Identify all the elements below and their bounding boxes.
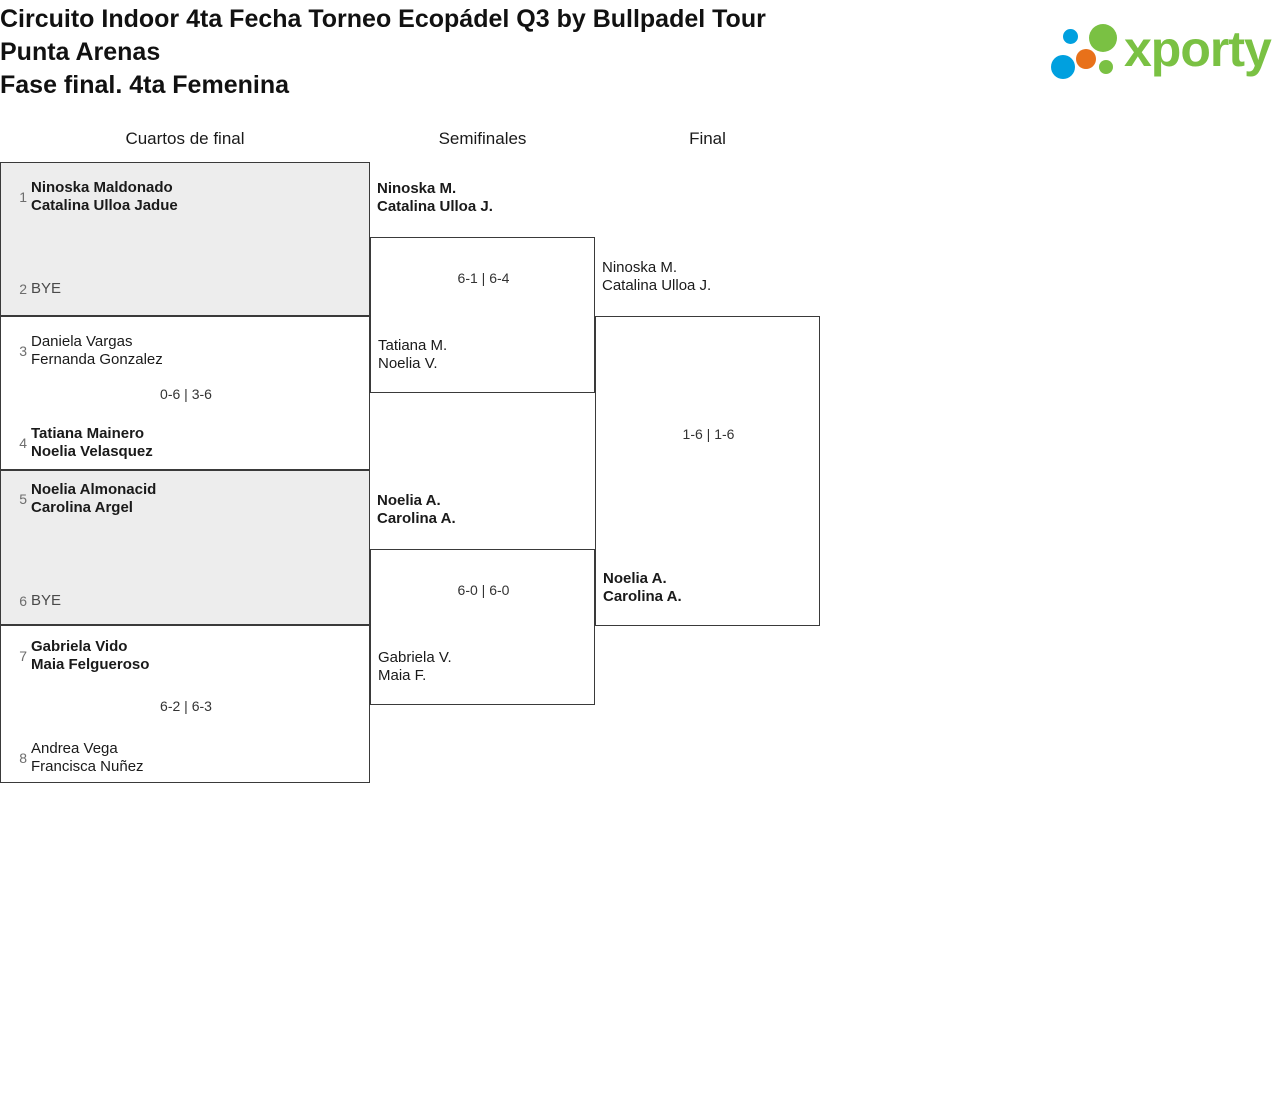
page-title: Circuito Indoor 4ta Fecha Torneo Ecopáde… [0, 5, 766, 99]
xporty-logo[interactable]: xporty [1040, 18, 1276, 84]
match-box-sf-1[interactable]: 6-1 | 6-4 Tatiana M. Noelia V. [370, 237, 595, 393]
match-box-qf-3[interactable]: 5 Noelia Almonacid Carolina Argel 6 BYE [0, 470, 370, 625]
seed-number: 4 [19, 435, 27, 451]
match-slot-seed-7[interactable]: 7 Gabriela Vido Maia Felgueroso [1, 636, 371, 676]
seed-number: 8 [19, 750, 27, 766]
team-names: Andrea Vega Francisca Nuñez [31, 740, 144, 775]
page-header: Circuito Indoor 4ta Fecha Torneo Ecopáde… [0, 0, 1280, 110]
match-score: 6-0 | 6-0 [457, 582, 510, 598]
semifinal-1-team-top[interactable]: Ninoska M. Catalina Ulloa J. [377, 180, 493, 215]
seed-number: 7 [19, 648, 27, 664]
team-names: Noelia Almonacid Carolina Argel [31, 481, 157, 516]
match-slot-seed-6[interactable]: 6 BYE [1, 581, 371, 621]
round-header-final: Final [689, 129, 726, 148]
seed-number: 3 [19, 343, 27, 359]
match-slot-seed-1[interactable]: 1 Ninoska Maldonado Catalina Ulloa Jadue [1, 177, 371, 217]
team-names: Tatiana Mainero Noelia Velasquez [31, 425, 153, 460]
match-score: 0-6 | 3-6 [160, 386, 212, 402]
match-slot-seed-5[interactable]: 5 Noelia Almonacid Carolina Argel [1, 479, 371, 519]
match-slot-seed-2[interactable]: 2 BYE [1, 269, 371, 309]
match-slot-seed-4[interactable]: 4 Tatiana Mainero Noelia Velasquez [1, 423, 371, 463]
final-team-bottom[interactable]: Noelia A. Carolina A. [603, 570, 682, 605]
logo-dots-icon [1048, 22, 1124, 84]
semifinal-2-team-bottom[interactable]: Gabriela V. Maia F. [378, 649, 452, 684]
match-slot-seed-3[interactable]: 3 Daniela Vargas Fernanda Gonzalez [1, 331, 371, 371]
team-names: Daniela Vargas Fernanda Gonzalez [31, 333, 163, 368]
match-score: 6-1 | 6-4 [457, 270, 510, 286]
semifinal-2-team-top[interactable]: Noelia A. Carolina A. [377, 492, 456, 527]
match-box-qf-4[interactable]: 7 Gabriela Vido Maia Felgueroso 8 Andrea… [0, 625, 370, 783]
semifinal-1-team-bottom[interactable]: Tatiana M. Noelia V. [378, 337, 448, 372]
team-names: Gabriela Vido Maia Felgueroso [31, 638, 150, 673]
team-names: BYE [31, 280, 62, 297]
match-score: 1-6 | 1-6 [682, 426, 735, 442]
seed-number: 6 [19, 593, 27, 609]
match-score: 6-2 | 6-3 [160, 698, 212, 714]
match-box-qf-2[interactable]: 3 Daniela Vargas Fernanda Gonzalez 4 Tat… [0, 316, 370, 470]
final-team-top[interactable]: Ninoska M. Catalina Ulloa J. [602, 259, 712, 294]
team-names: Ninoska Maldonado Catalina Ulloa Jadue [31, 179, 178, 214]
seed-number: 2 [19, 281, 27, 297]
match-box-sf-2[interactable]: 6-0 | 6-0 Gabriela V. Maia F. [370, 549, 595, 705]
team-names: BYE [31, 592, 62, 609]
match-box-final[interactable]: 1-6 | 1-6 Noelia A. Carolina A. [595, 316, 820, 626]
match-box-qf-1[interactable]: 1 Ninoska Maldonado Catalina Ulloa Jadue… [0, 162, 370, 316]
seed-number: 1 [19, 189, 27, 205]
round-header-semifinals: Semifinales [438, 129, 527, 148]
logo-wordmark: xporty [1124, 21, 1272, 77]
match-slot-seed-8[interactable]: 8 Andrea Vega Francisca Nuñez [1, 738, 371, 778]
round-header-quarterfinals: Cuartos de final [125, 129, 245, 148]
seed-number: 5 [19, 491, 27, 507]
